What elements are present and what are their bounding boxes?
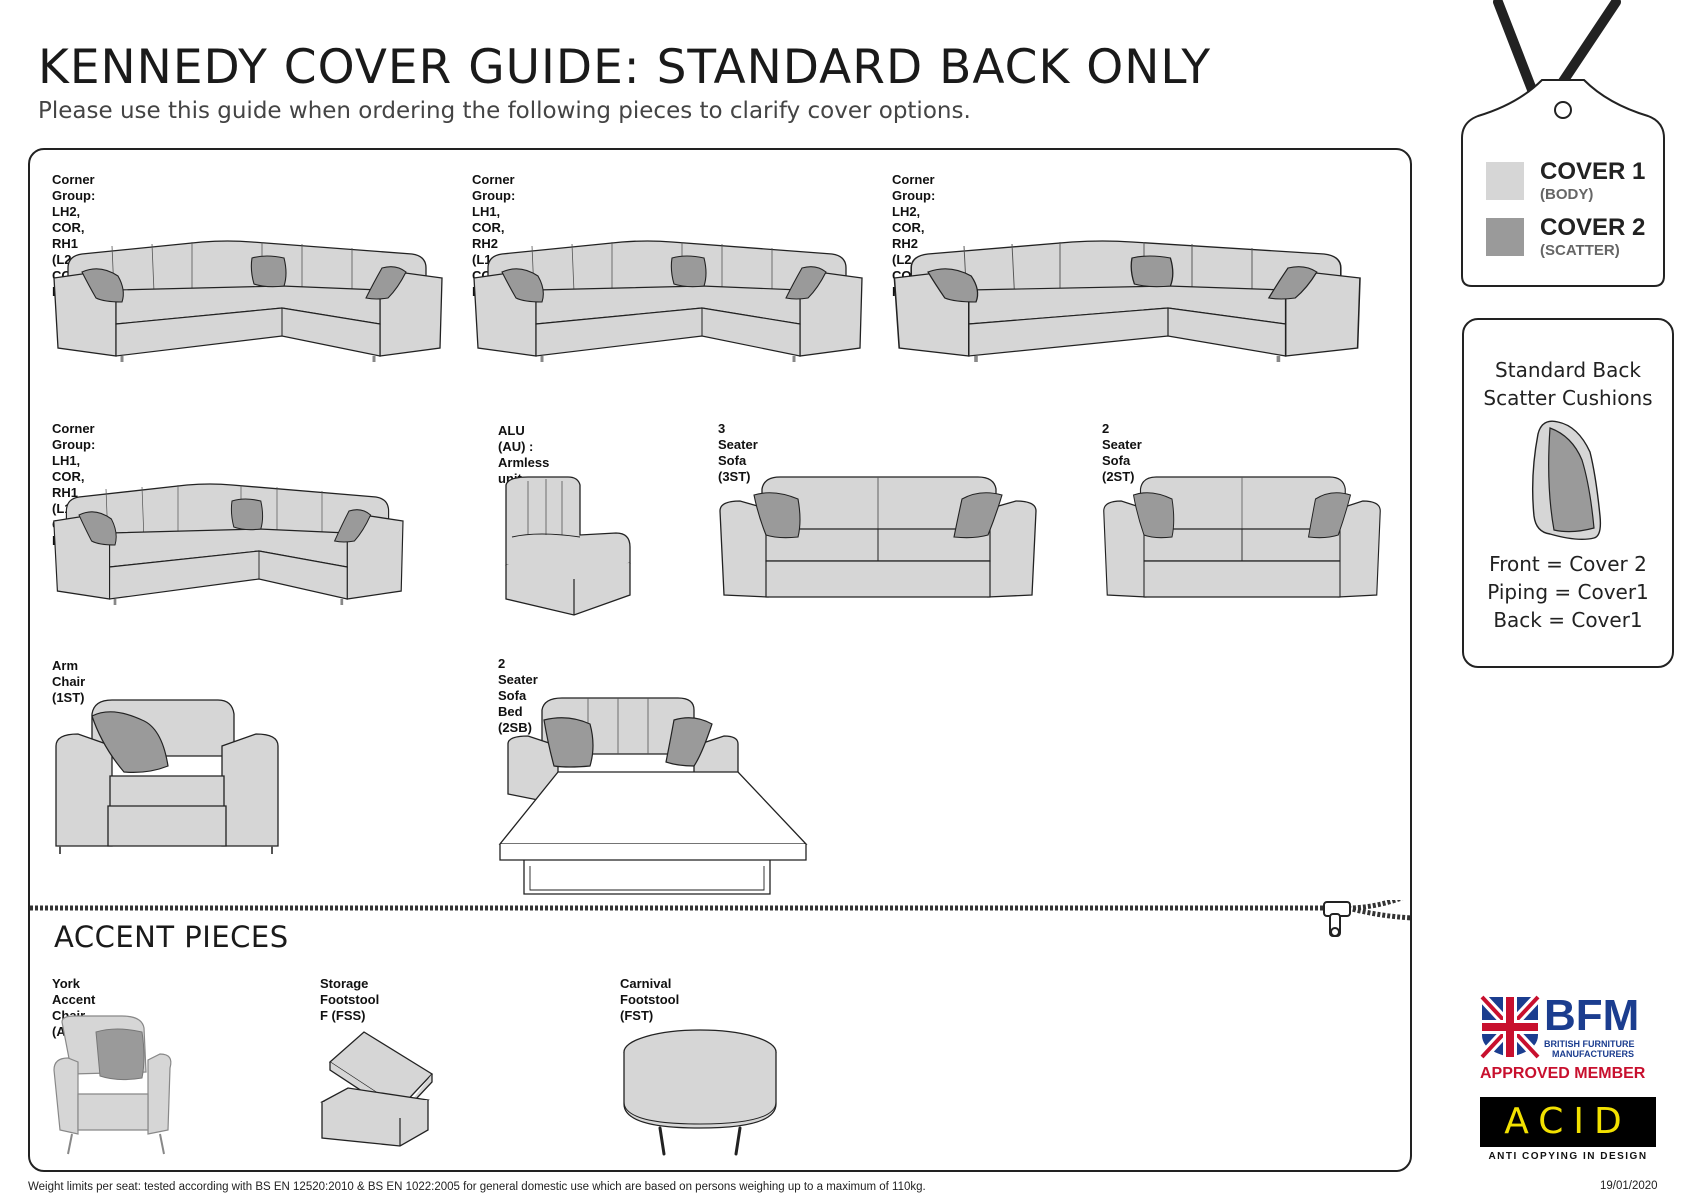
scatter-line-front: Front = Cover 2 xyxy=(1489,552,1647,576)
scatter-line-back: Back = Cover1 xyxy=(1493,608,1643,632)
storage-footstool-illustration xyxy=(320,1031,434,1147)
approved-member-text: APPROVED MEMBER xyxy=(1480,1065,1646,1082)
sofa-bed-illustration xyxy=(498,697,808,895)
round-footstool-illustration xyxy=(623,1029,777,1156)
document-date: 19/01/2020 xyxy=(1600,1180,1658,1192)
scatter-title-line1: Standard Back xyxy=(1495,358,1641,382)
piece-label: ALU (AU) : Armless unit xyxy=(498,423,550,486)
page-subtitle: Please use this guide when ordering the … xyxy=(38,98,971,124)
armless-unit-illustration xyxy=(505,476,631,616)
scatter-line-piping: Piping = Cover1 xyxy=(1487,580,1649,604)
bfm-logo: BFM BRITISH FURNITURE MANUFACTURERS APPR… xyxy=(1480,991,1655,1085)
cover1-sub: (BODY) xyxy=(1540,186,1594,203)
cover1-swatch xyxy=(1486,162,1524,200)
piece-label: 2 Seater Sofa Bed (2SB) xyxy=(498,656,538,735)
piece-label: Carnival Footstool (FST) xyxy=(620,976,680,1023)
page-title: KENNEDY COVER GUIDE: STANDARD BACK ONLY xyxy=(38,40,1212,95)
pieces-panel xyxy=(28,148,1412,1172)
acid-sub-text: ANTI COPYING IN DESIGN xyxy=(1488,1151,1648,1162)
scatter-title-line2: Scatter Cushions xyxy=(1483,386,1653,410)
corner-sofa-illustration xyxy=(52,482,405,607)
piece-label: Storage Footstool F (FSS) xyxy=(320,976,380,1023)
corner-sofa-illustration xyxy=(892,239,1362,364)
accent-chair-illustration xyxy=(53,1015,172,1155)
acid-text: ACID xyxy=(1504,1101,1632,1142)
accent-pieces-heading: ACCENT PIECES xyxy=(54,920,289,954)
piece-label: Arm Chair (1ST) xyxy=(52,658,86,705)
scatter-cushion-illustration xyxy=(1531,420,1602,541)
cover2-label: COVER 2 xyxy=(1540,214,1646,241)
acid-logo: ACID ANTI COPYING IN DESIGN xyxy=(1480,1097,1656,1163)
piece-label: 2 Seater Sofa (2ST) xyxy=(1102,421,1142,484)
sofa-illustration xyxy=(719,476,1037,598)
zip-divider xyxy=(30,900,1412,937)
sofa-illustration xyxy=(1103,476,1381,598)
weight-limits-note: Weight limits per seat: tested according… xyxy=(28,1181,926,1193)
union-jack-icon xyxy=(1480,995,1540,1059)
bfm-sub2: MANUFACTURERS xyxy=(1552,1049,1634,1059)
cover2-sub: (SCATTER) xyxy=(1540,242,1620,259)
armchair-illustration xyxy=(55,699,279,854)
piece-label: 3 Seater Sofa (3ST) xyxy=(718,421,758,484)
corner-sofa-illustration xyxy=(52,239,444,364)
acid-logo-box xyxy=(1480,1097,1656,1147)
scatter-cushion-box: Standard Back Scatter Cushions Front = C… xyxy=(1462,318,1674,668)
corner-sofa-illustration xyxy=(472,239,864,364)
bfm-sub1: BRITISH FURNITURE xyxy=(1544,1039,1635,1049)
cover1-label: COVER 1 xyxy=(1540,158,1646,185)
bfm-text: BFM xyxy=(1544,991,1640,1040)
cover2-swatch xyxy=(1486,218,1524,256)
